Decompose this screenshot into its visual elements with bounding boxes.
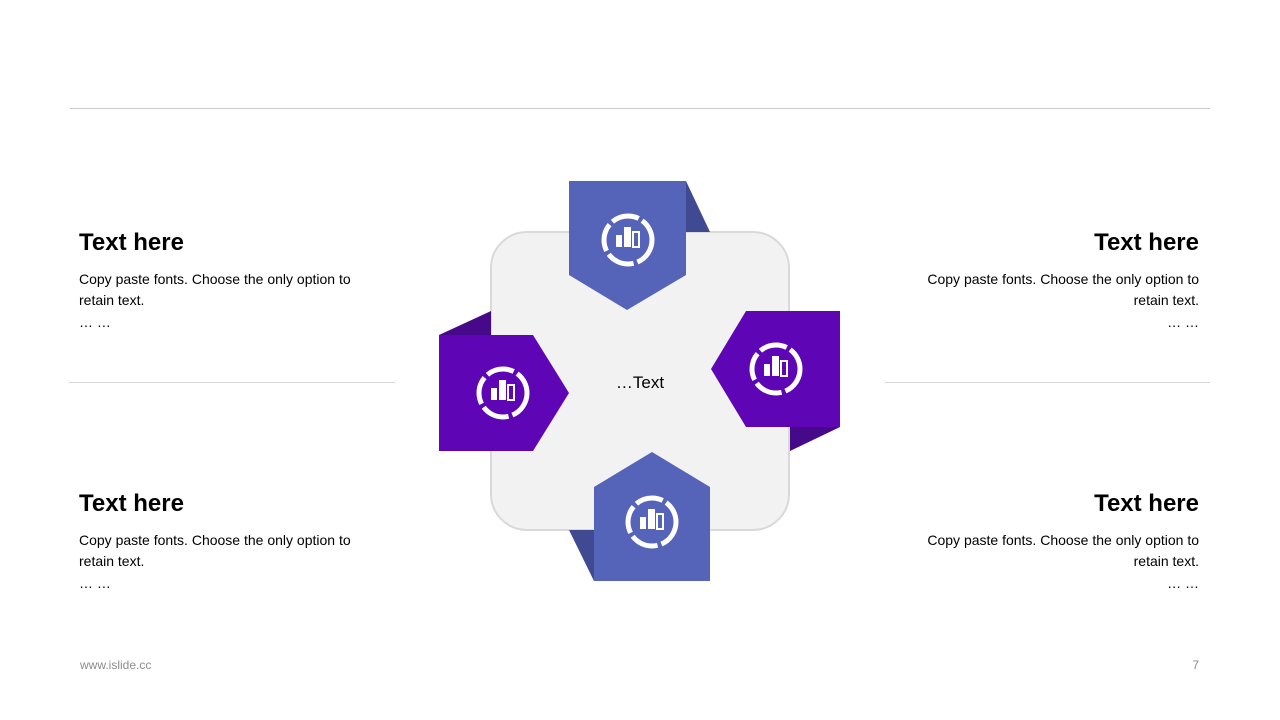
block-ellipsis: … … <box>79 575 111 591</box>
badge-left-fold <box>439 311 491 335</box>
block-body: Copy paste fonts. Choose the only option… <box>79 271 351 308</box>
text-block-bottom-left: Text here Copy paste fonts. Choose the o… <box>79 490 389 594</box>
page-number: 7 <box>1192 658 1199 672</box>
block-body: Copy paste fonts. Choose the only option… <box>927 271 1199 308</box>
header-rule <box>70 108 1210 109</box>
block-title: Text here <box>79 490 184 517</box>
block-ellipsis: … … <box>1167 575 1199 591</box>
right-divider <box>885 382 1210 383</box>
center-label: …Text <box>616 373 664 392</box>
block-title: Text here <box>79 229 184 256</box>
block-body: Copy paste fonts. Choose the only option… <box>927 532 1199 569</box>
block-body: Copy paste fonts. Choose the only option… <box>79 532 351 569</box>
left-divider <box>69 382 395 383</box>
footer-url: www.islide.cc <box>80 658 152 672</box>
badge-bottom-fold <box>569 530 594 581</box>
block-title: Text here <box>1094 229 1199 256</box>
block-title: Text here <box>1094 490 1199 517</box>
block-ellipsis: … … <box>79 314 111 330</box>
text-block-top-left: Text here Copy paste fonts. Choose the o… <box>79 229 389 333</box>
block-ellipsis: … … <box>1167 314 1199 330</box>
badge-top-fold <box>686 181 710 232</box>
badge-right-fold <box>790 427 840 451</box>
text-block-bottom-right: Text here Copy paste fonts. Choose the o… <box>889 490 1199 594</box>
text-block-top-right: Text here Copy paste fonts. Choose the o… <box>889 229 1199 333</box>
